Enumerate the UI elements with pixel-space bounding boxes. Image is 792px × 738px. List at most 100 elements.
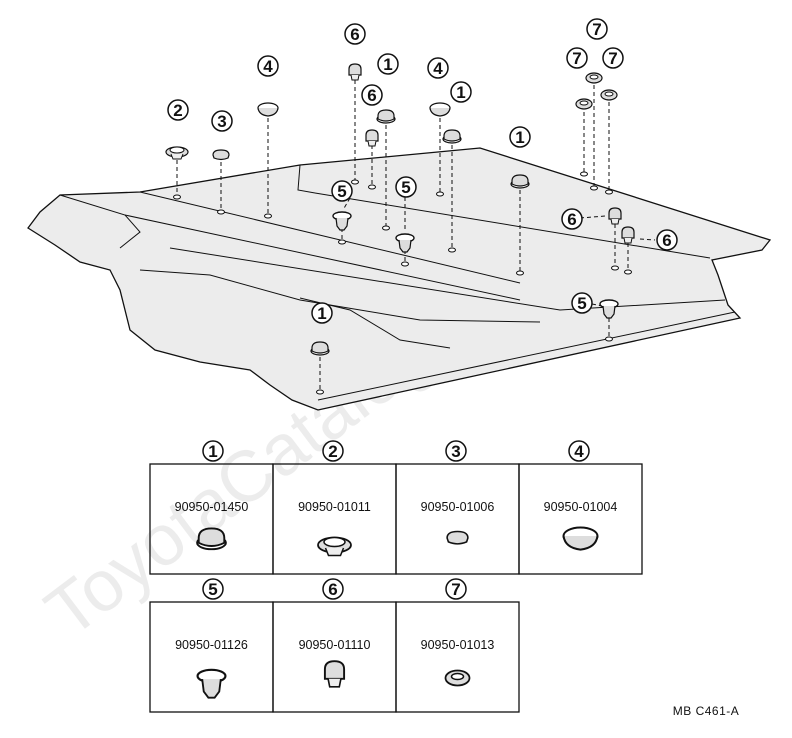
callout-number: 1 [515,128,524,147]
callout-circle [566,47,588,69]
plug-1-icon [196,527,227,551]
callout-4: 4 [427,57,449,79]
callout-number: 6 [367,86,376,105]
part-number: 90950-01011 [298,500,371,514]
callout-circle [202,578,224,600]
plug-1-icon [376,109,396,124]
callout-number: 2 [173,101,182,120]
plug-4-icon [257,102,279,117]
pointer-line [639,238,656,241]
plug-7-icon [600,89,618,101]
callout-circle [211,110,233,132]
callout-number: 5 [577,294,586,313]
sill-line [317,311,736,401]
floor-panel-outline [27,147,772,411]
part-cell-border [518,463,643,575]
plug-4-icon [429,102,451,117]
callout-number: 1 [317,304,326,323]
hole [401,261,409,267]
plug-1-icon [442,129,462,144]
callout-number: 4 [574,442,584,461]
callout-circle [202,440,224,462]
hole [368,184,376,190]
callout-circle [167,99,189,121]
callout-number: 1 [383,55,392,74]
plug-5-icon [196,668,227,699]
part-number: 90950-01013 [421,638,495,652]
plug-3-icon [212,149,230,161]
callout-circle [331,180,353,202]
callout-circle [568,440,590,462]
callout-circle [450,81,472,103]
plug-7-icon [575,98,593,110]
callout-number: 3 [217,112,226,131]
callout-circle [322,578,344,600]
hole [580,171,588,177]
hole [516,270,524,276]
callout-number: 6 [350,25,359,44]
callout-1: 1 [509,126,531,148]
callout-7: 7 [566,47,588,69]
callout-6: 6 [344,23,366,45]
callout-4: 4 [257,55,279,77]
callout-3: 3 [445,440,467,462]
callout-7: 7 [445,578,467,600]
callout-number: 6 [567,210,576,229]
callout-3: 3 [211,110,233,132]
plug-1-icon [510,174,530,189]
callout-circle [344,23,366,45]
ridge-line-3 [169,247,726,311]
part-number: 90950-01006 [421,500,495,514]
callout-1: 1 [311,302,333,324]
callout-circle [445,578,467,600]
plug-6-icon [323,660,346,688]
callout-number: 4 [263,57,273,76]
callout-circle [311,302,333,324]
hole [448,247,456,253]
callout-number: 5 [337,182,346,201]
callout-1: 1 [377,53,399,75]
plug-6-icon [348,63,362,81]
callout-6: 6 [361,84,383,106]
hole [436,191,444,197]
hole [605,336,613,342]
hole [217,209,225,215]
part-number: 90950-01450 [175,500,249,514]
callout-6: 6 [561,208,583,230]
callout-4: 4 [568,440,590,462]
rear-ridge-line [314,192,711,259]
callout-6: 6 [322,578,344,600]
callout-5: 5 [571,292,593,314]
part-number: 90950-01004 [544,500,618,514]
callout-circle [586,18,608,40]
pointer-line [342,197,351,211]
callout-circle [602,47,624,69]
callout-number: 6 [328,580,337,599]
callout-circle [257,55,279,77]
part-cell-6: 6 90950-01110 [272,578,397,713]
ridge-line-2 [124,214,521,301]
callout-number: 4 [433,59,443,78]
callout-number: 1 [208,442,217,461]
callout-circle [561,208,583,230]
callout-number: 3 [451,442,460,461]
callout-circle [361,84,383,106]
hole [316,389,324,395]
callout-circle [571,292,593,314]
callout-6: 6 [656,229,678,251]
part-number: 90950-01110 [299,638,371,652]
callout-2: 2 [167,99,189,121]
part-cell-4: 4 90950-01004 [518,440,643,575]
callout-5: 5 [395,176,417,198]
callout-number: 7 [451,580,460,599]
mounting-holes [173,171,632,395]
plug-3-icon [446,530,469,545]
callout-circle [427,57,449,79]
callout-7: 7 [586,18,608,40]
callout-5: 5 [202,578,224,600]
callout-number: 7 [592,20,601,39]
callout-7: 7 [602,47,624,69]
